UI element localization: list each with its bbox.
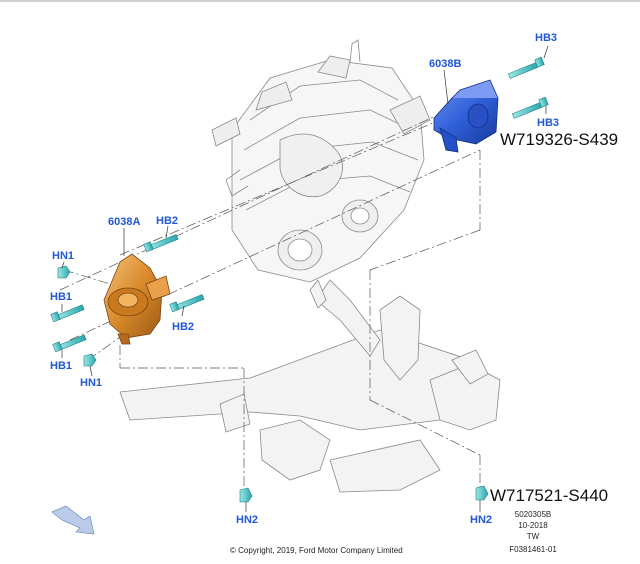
subframe — [119, 279, 501, 493]
direction-arrow — [51, 505, 95, 535]
bolt-hb1-top — [50, 304, 85, 323]
copyright: © Copyright, 2019, Ford Motor Company Li… — [230, 546, 403, 555]
mount-6038a — [103, 253, 171, 345]
callout-6038a: 6038A — [108, 216, 141, 228]
nut-hn2-right — [475, 485, 489, 501]
callout-hb2-top: HB2 — [156, 215, 179, 227]
bolt-hb2-bottom — [169, 294, 205, 313]
nut-hn1-top — [57, 265, 71, 279]
callout-hn2-left: HN2 — [236, 514, 259, 526]
callout-6038b: 6038B — [429, 58, 462, 70]
bolt-hb3-bottom — [511, 96, 549, 119]
bolt-hb2-top — [143, 234, 179, 253]
callout-hb1-top: HB1 — [50, 291, 73, 303]
callout-hb3-bottom: HB3 — [537, 117, 560, 129]
figure-id: F0381461-01 — [509, 545, 557, 554]
callout-hb3-top: HB3 — [535, 32, 558, 44]
callout-hb1-bottom: HB1 — [50, 360, 73, 372]
drawing-region: TW — [526, 532, 540, 541]
part-number-upper: W719326-S439 — [500, 130, 619, 149]
drawing-code: 5020305B — [514, 510, 552, 519]
bolt-hb1-bottom — [52, 334, 87, 353]
callout-hn1-top: HN1 — [52, 250, 75, 262]
callout-leaders — [61, 45, 549, 512]
part-number-lower: W717521-S440 — [490, 486, 609, 505]
fasteners — [50, 56, 549, 503]
bolt-hb3-top — [507, 56, 545, 79]
nut-hn2-left — [239, 487, 253, 503]
engine — [211, 39, 431, 283]
callout-hn2-right: HN2 — [470, 514, 493, 526]
drawing-date: 10-2018 — [518, 521, 548, 530]
callout-hn1-bottom: HN1 — [80, 377, 103, 389]
mount-6038b — [433, 79, 499, 153]
top-border — [0, 0, 640, 2]
nut-hn1-bottom — [83, 353, 97, 367]
callout-hb2-bottom: HB2 — [172, 321, 195, 333]
